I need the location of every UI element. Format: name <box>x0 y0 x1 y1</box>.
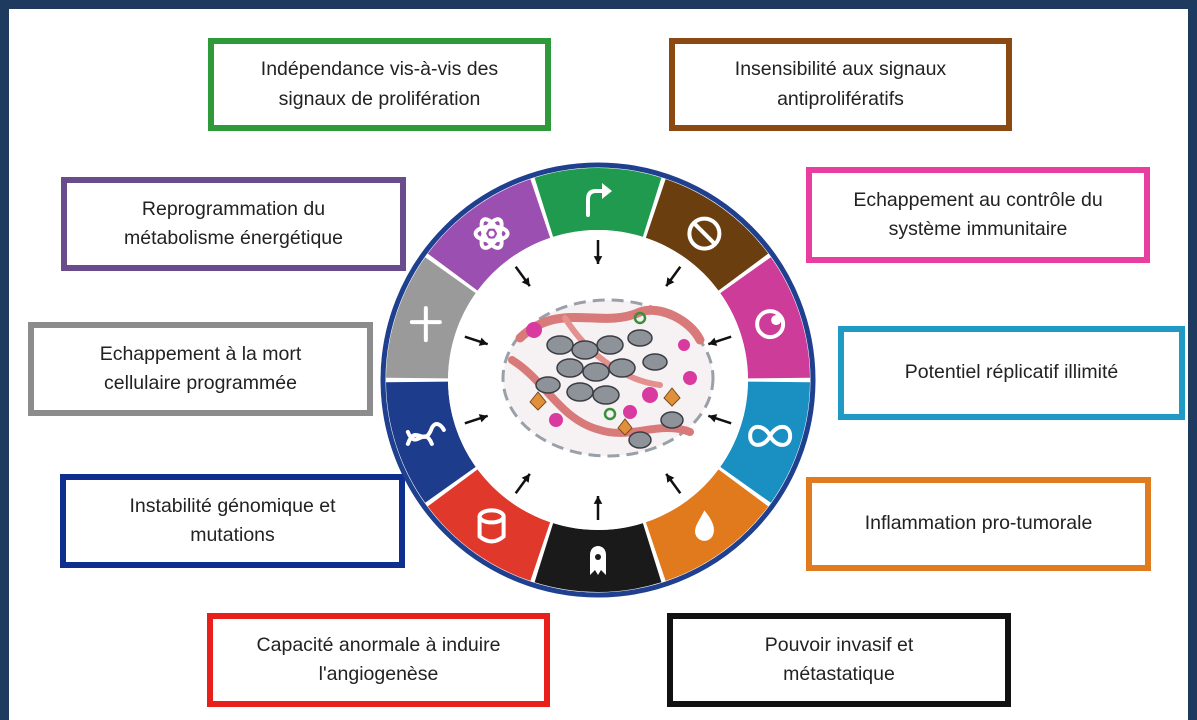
hallmark-label-apoptosis: Echappement à la mort cellulaire program… <box>99 342 302 394</box>
immune-cell-icon <box>755 309 786 340</box>
pointer-arrowhead <box>666 473 675 483</box>
wheel-segment-immune <box>720 257 810 379</box>
pointer-arrowhead <box>521 473 530 483</box>
hallmark-label-proliferation: Indépendance vis-à-vis des signaux de pr… <box>260 58 499 110</box>
wheel-segment-angiogenesis <box>427 469 551 581</box>
hallmark-box-inflammation: Inflammation pro-tumorale <box>806 477 1151 571</box>
tumor-microenvironment-icon <box>501 298 715 458</box>
wheel-segment-apoptosis <box>386 257 476 379</box>
hallmark-box-replicative: Potentiel réplicatif illimité <box>838 326 1185 420</box>
hallmark-box-invasion: Pouvoir invasif et métastatique <box>667 613 1011 707</box>
prohibition-icon <box>687 216 722 251</box>
hallmark-box-immune: Echappement au contrôle du système immun… <box>806 167 1150 263</box>
wheel-segments <box>386 168 810 592</box>
arrow-icon <box>586 183 612 217</box>
pointer-arrowhead <box>708 337 718 346</box>
hallmark-label-replicative: Potentiel réplicatif illimité <box>904 361 1119 384</box>
pointer-arrowhead <box>521 277 530 287</box>
hallmark-box-genomic: Instabilité génomique et mutations <box>60 474 405 568</box>
hallmark-box-apoptosis: Echappement à la mort cellulaire program… <box>28 322 373 416</box>
wheel-segment-proliferation <box>534 168 662 237</box>
hallmark-box-angiogenesis: Capacité anormale à induire l'angiogenès… <box>207 613 550 707</box>
hallmark-label-angiogenesis: Capacité anormale à induire l'angiogenès… <box>256 633 501 685</box>
pointer-arrowhead <box>478 414 488 423</box>
hallmark-label-genomic: Instabilité génomique et mutations <box>129 494 336 546</box>
hallmark-label-antiproliferative: Insensibilité aux signaux antiproliférat… <box>734 58 947 110</box>
pointer-arrowhead <box>708 414 718 423</box>
pointer-arrows <box>464 240 732 520</box>
flame-icon <box>695 510 714 541</box>
dna-icon <box>405 422 446 446</box>
hallmark-label-immune: Echappement au contrôle du système immun… <box>853 188 1103 240</box>
pointer-arrowhead <box>593 256 603 264</box>
pointer-arrowhead <box>478 337 488 346</box>
hallmark-label-inflammation: Inflammation pro-tumorale <box>864 512 1093 535</box>
pointer-arrowhead <box>593 496 603 504</box>
atom-icon <box>473 217 510 250</box>
pointer-arrowhead <box>666 277 675 287</box>
hallmark-box-proliferation: Indépendance vis-à-vis des signaux de pr… <box>208 38 551 131</box>
hallmark-label-metabolism: Reprogrammation du métabolisme énergétiq… <box>124 197 343 249</box>
invasive-cell-icon <box>590 546 606 575</box>
hallmark-label-invasion: Pouvoir invasif et métastatique <box>764 633 914 685</box>
cross-icon <box>409 306 442 343</box>
hallmark-box-antiproliferative: Insensibilité aux signaux antiproliférat… <box>669 38 1012 131</box>
vessel-icon <box>477 508 506 544</box>
hallmark-box-metabolism: Reprogrammation du métabolisme énergétiq… <box>61 177 406 271</box>
infinity-icon <box>748 424 793 447</box>
